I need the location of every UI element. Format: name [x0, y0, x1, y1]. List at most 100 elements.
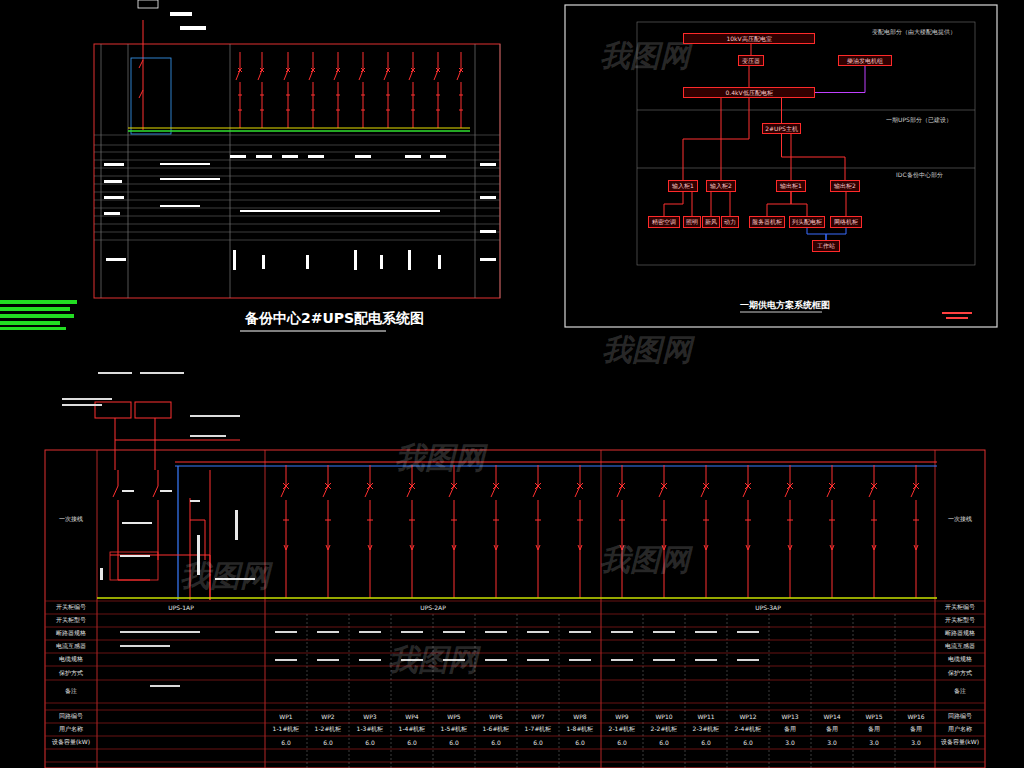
- equipment-box: 精密空调: [648, 216, 680, 228]
- row-header: 开关柜编号: [45, 601, 97, 614]
- user-name: 1-8#机柜: [559, 723, 601, 736]
- equipment-box: 输出柜1: [776, 180, 806, 192]
- equipment-box: 服务器机柜: [749, 216, 785, 228]
- watermark: 我图网: [602, 330, 692, 371]
- feeder-line: [767, 192, 791, 216]
- equipment-box: 网络机柜: [830, 216, 862, 228]
- equipment-box: 新风: [702, 216, 720, 228]
- watermark: 我图网: [180, 556, 270, 597]
- row-header: 设备容量(kW): [935, 736, 985, 749]
- row-header: 开关柜型号: [935, 614, 985, 627]
- row-header: 用户名称: [45, 723, 97, 736]
- feeder-line: [791, 192, 807, 216]
- watermark: 我图网: [600, 540, 690, 581]
- capacity-value: 3.0: [769, 736, 811, 749]
- row-header: 电流互感器: [45, 640, 97, 653]
- capacity-value: 6.0: [391, 736, 433, 749]
- circuit-number: WP16: [895, 710, 937, 723]
- box-text: 输入柜1: [672, 183, 694, 189]
- watermark: 我图网: [395, 438, 485, 479]
- user-name: 1-4#机柜: [391, 723, 433, 736]
- user-name: 备用: [811, 723, 853, 736]
- capacity-value: 3.0: [853, 736, 895, 749]
- row-header: 备注: [45, 680, 97, 703]
- box-text: 照明: [686, 219, 698, 225]
- circuit-number: WP5: [433, 710, 475, 723]
- equipment-box: 输入柜2: [706, 180, 736, 192]
- box-text: 输出柜1: [780, 183, 802, 189]
- capacity-value: 3.0: [895, 736, 937, 749]
- box-text: 动力: [724, 219, 736, 225]
- capacity-value: 6.0: [727, 736, 769, 749]
- row-header: 电缆规格: [45, 653, 97, 666]
- equipment-box: 输出柜2: [830, 180, 860, 192]
- user-name: 2-1#机柜: [601, 723, 643, 736]
- equipment-box: 列头配电柜: [789, 216, 825, 228]
- user-name: 1-2#机柜: [307, 723, 349, 736]
- region-label: IDC备份中心部分: [896, 171, 943, 180]
- feeder-line: [781, 98, 782, 123]
- circuit-number: WP8: [559, 710, 601, 723]
- circuit-number: WP4: [391, 710, 433, 723]
- feeder-line: [721, 98, 722, 180]
- wiring-label: 一次接线: [935, 512, 985, 526]
- capacity-value: 6.0: [601, 736, 643, 749]
- row-header: 备注: [935, 680, 985, 703]
- box-text: 网络机柜: [834, 219, 858, 225]
- row-header: 保护方式: [935, 666, 985, 680]
- feeder-line: [711, 192, 712, 216]
- box-text: 工作站: [817, 243, 835, 249]
- equipment-box: 2#UPS主机: [762, 123, 801, 134]
- row-header: 电流互感器: [935, 640, 985, 653]
- diagram-caption: 一期供电方案系统框图: [740, 299, 830, 312]
- circuit-number: WP7: [517, 710, 559, 723]
- user-name: 备用: [769, 723, 811, 736]
- user-name: 1-6#机柜: [475, 723, 517, 736]
- box-text: 柴油发电机组: [847, 58, 883, 64]
- circuit-number: WP9: [601, 710, 643, 723]
- row-header: 开关柜编号: [935, 601, 985, 614]
- circuit-number: WP15: [853, 710, 895, 723]
- capacity-value: 3.0: [811, 736, 853, 749]
- capacity-value: 6.0: [307, 736, 349, 749]
- row-header: 回路编号: [935, 710, 985, 723]
- equipment-box: 工作站: [812, 240, 840, 252]
- watermark: 我图网: [388, 640, 478, 681]
- feeder-line: [807, 228, 826, 240]
- capacity-value: 6.0: [643, 736, 685, 749]
- cabinet-number: UPS-1AP: [97, 601, 265, 614]
- user-name: 备用: [853, 723, 895, 736]
- user-name: 1-5#机柜: [433, 723, 475, 736]
- feeder-line: [749, 66, 750, 87]
- feeder-line: [751, 44, 752, 55]
- region-label: 一期UPS部分（已建设）: [886, 116, 952, 125]
- capacity-value: 6.0: [685, 736, 727, 749]
- circuit-number: WP11: [685, 710, 727, 723]
- equipment-box: 柴油发电机组: [838, 55, 892, 66]
- wiring-label: 一次接线: [45, 512, 97, 526]
- feeder-line: [782, 134, 846, 180]
- user-name: 2-2#机柜: [643, 723, 685, 736]
- box-text: 服务器机柜: [752, 219, 782, 225]
- equipment-box: 10kV高压配电室: [683, 33, 815, 44]
- box-text: 列头配电柜: [792, 219, 822, 225]
- equipment-box: 0.4kV低压配电柜: [683, 87, 815, 98]
- feeder-line: [664, 192, 683, 216]
- cabinet-number: UPS-3AP: [601, 601, 935, 614]
- user-name: 备用: [895, 723, 937, 736]
- box-text: 2#UPS主机: [765, 126, 798, 132]
- circuit-number: WP1: [265, 710, 307, 723]
- user-name: 2-4#机柜: [727, 723, 769, 736]
- sheet-title: 备份中心2#UPS配电系统图: [245, 310, 424, 328]
- circuit-number: WP14: [811, 710, 853, 723]
- user-name: 1-3#机柜: [349, 723, 391, 736]
- circuit-number: WP6: [475, 710, 517, 723]
- box-text: 输入柜2: [710, 183, 732, 189]
- box-text: 精密空调: [652, 219, 676, 225]
- capacity-value: 6.0: [517, 736, 559, 749]
- capacity-value: 6.0: [559, 736, 601, 749]
- watermark: 我图网: [600, 36, 690, 77]
- feeder-line: [683, 98, 749, 180]
- capacity-value: 6.0: [265, 736, 307, 749]
